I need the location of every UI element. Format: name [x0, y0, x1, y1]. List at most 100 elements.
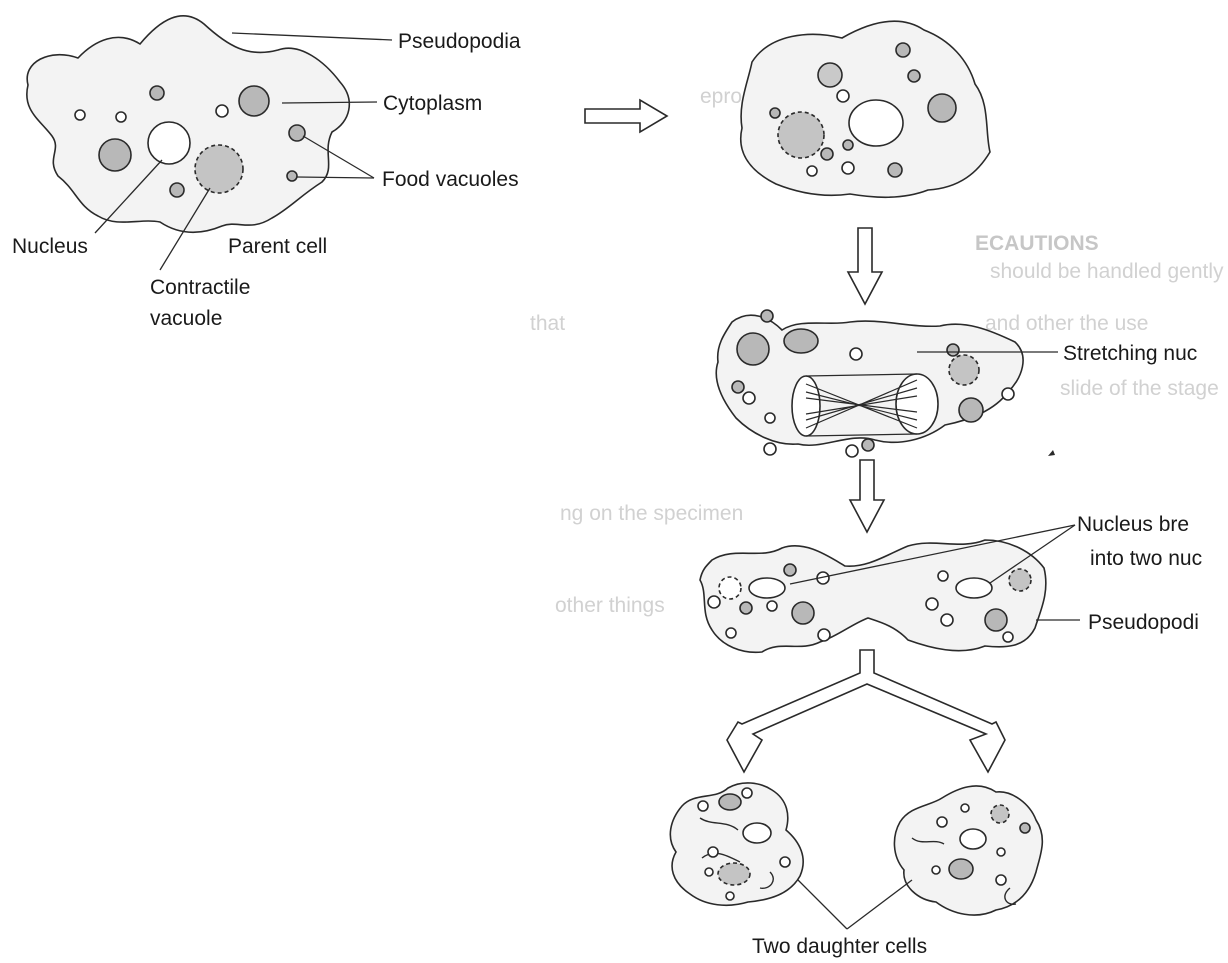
granule	[75, 110, 85, 120]
food-vacuole	[287, 171, 297, 181]
ghost-line-2: and other the use	[985, 312, 1148, 335]
granule	[765, 413, 775, 423]
granule	[698, 801, 708, 811]
organelle	[737, 333, 769, 365]
contractile-vacuole	[1009, 569, 1031, 591]
food-vacuole	[719, 794, 741, 810]
granule	[932, 866, 940, 874]
granule	[821, 148, 833, 160]
ghost-line-5: ng on the specimen	[560, 502, 743, 525]
organelle	[818, 63, 842, 87]
nucleus-left	[749, 578, 785, 598]
granule	[941, 614, 953, 626]
granule	[784, 564, 796, 576]
granule	[1002, 388, 1014, 400]
granule	[150, 86, 164, 100]
ghost-line-3: that	[530, 312, 565, 335]
granule	[742, 788, 752, 798]
granule	[807, 166, 817, 176]
speck-mark	[1048, 450, 1055, 456]
contractile-vacuole	[949, 355, 979, 385]
granule	[170, 183, 184, 197]
granule	[216, 105, 228, 117]
granule	[761, 310, 773, 322]
bracket-right	[847, 880, 912, 929]
arrow-down-1	[848, 228, 882, 304]
label-pseudopodia-right: Pseudopodi	[1088, 611, 1199, 634]
large-organelle	[99, 139, 131, 171]
organelle	[959, 398, 983, 422]
label-stretching-nucleus: Stretching nuc	[1063, 342, 1197, 365]
organelle	[985, 609, 1007, 631]
granule	[850, 348, 862, 360]
organelle	[792, 602, 814, 624]
granule	[116, 112, 126, 122]
label-into-two-nuclei: into two nuc	[1090, 547, 1202, 570]
nucleus-pole-right	[896, 374, 938, 434]
nucleus	[743, 823, 771, 843]
granule	[708, 596, 720, 608]
granule	[726, 892, 734, 900]
granule	[770, 108, 780, 118]
contractile-vacuole	[991, 805, 1009, 823]
granule	[937, 817, 947, 827]
granule	[846, 445, 858, 457]
rounded-cell	[741, 21, 990, 197]
granule	[780, 857, 790, 867]
granule	[862, 439, 874, 451]
granule	[947, 344, 959, 356]
label-vacuole: vacuole	[150, 307, 222, 330]
granule	[708, 847, 718, 857]
granule	[961, 804, 969, 812]
granule	[888, 163, 902, 177]
ghost-line-6: other things	[555, 594, 665, 617]
granule	[767, 601, 777, 611]
granule	[726, 628, 736, 638]
granule	[743, 392, 755, 404]
label-pseudopodia: Pseudopodia	[398, 30, 521, 53]
cytoplasm-organelle	[239, 86, 269, 116]
label-nucleus-breaks: Nucleus bre	[1077, 513, 1189, 536]
label-nucleus: Nucleus	[12, 235, 88, 258]
contractile-vacuole	[719, 577, 741, 599]
bracket-left	[798, 880, 847, 929]
nucleus	[148, 122, 190, 164]
parent-cell	[27, 16, 349, 233]
label-contractile: Contractile	[150, 276, 250, 299]
forked-arrow	[727, 650, 1005, 772]
contractile-vacuole	[778, 112, 824, 158]
granule	[818, 629, 830, 641]
granule	[843, 140, 853, 150]
label-cytoplasm: Cytoplasm	[383, 92, 482, 115]
granule	[896, 43, 910, 57]
pseudopodia-leader	[232, 33, 392, 40]
label-parent-cell: Parent cell	[228, 235, 327, 258]
ghost-line-1: should be handled gently	[990, 260, 1224, 283]
dividing-cell-outline	[700, 540, 1046, 652]
label-two-daughter-cells: Two daughter cells	[752, 935, 927, 958]
granule	[740, 602, 752, 614]
ghost-line-4: slide of the stage	[1060, 377, 1219, 400]
granule	[764, 443, 776, 455]
granule	[1020, 823, 1030, 833]
granule	[908, 70, 920, 82]
contractile-vacuole	[195, 145, 243, 193]
granule	[837, 90, 849, 102]
food-vacuole	[949, 859, 973, 879]
vacuole	[784, 329, 818, 353]
nucleus-right	[956, 578, 992, 598]
daughter-cell-left	[670, 783, 803, 905]
granule	[705, 868, 713, 876]
stretching-cell-outline	[716, 315, 1023, 445]
contractile-vacuole	[718, 863, 750, 885]
granule	[996, 875, 1006, 885]
daughter-cell-right	[894, 786, 1042, 915]
arrow-down-2	[850, 460, 884, 532]
label-food-vacuoles: Food vacuoles	[382, 168, 519, 191]
granule	[997, 848, 1005, 856]
stretching-cell	[716, 310, 1023, 457]
granule	[732, 381, 744, 393]
nucleus-pole-left	[792, 376, 820, 436]
granule	[1003, 632, 1013, 642]
